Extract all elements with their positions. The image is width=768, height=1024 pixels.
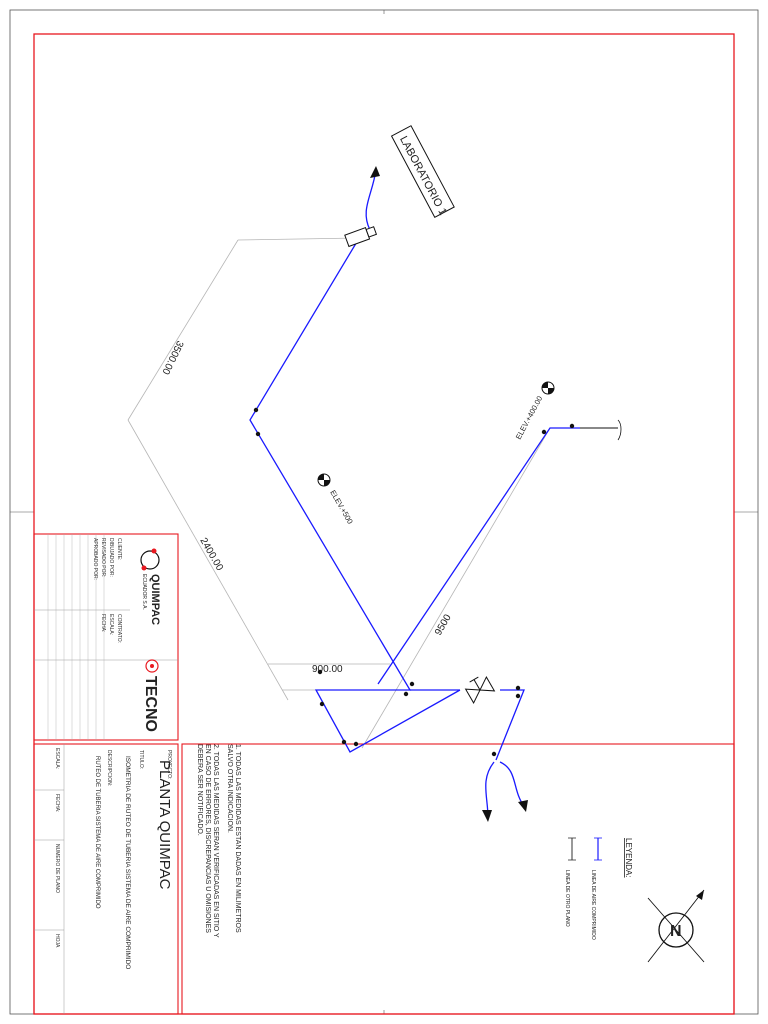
quimpac-logo: QUIMPAC ECUADOR S.A.	[140, 548, 161, 625]
room-tag: LABORATORIO 1	[390, 125, 455, 218]
valve-icon	[464, 676, 496, 704]
elevation-marker-icon	[541, 381, 555, 395]
project-name: PLANTA QUIMPAC	[156, 760, 173, 890]
title-block-upper	[33, 533, 179, 741]
row-contrato: CONTRATO:	[116, 614, 122, 643]
row-cliente: CLIENTE:	[116, 538, 122, 561]
elevation-label-2: ELEV.+400.00	[514, 394, 544, 441]
dim-2400: 2400.00	[197, 536, 225, 573]
outer-border	[9, 9, 759, 1015]
equipment-icon	[344, 226, 378, 248]
note-line: SALVO OTRA INDICACION.	[226, 744, 233, 833]
bottom-plano: NUMERO DE PLANO	[54, 844, 60, 893]
note-line: 1. TODAS LAS MEDIDAS ESTAN DADAS EN MILI…	[234, 744, 241, 933]
bottom-hoja: HOJA	[54, 934, 60, 948]
compass-letter: N	[670, 923, 682, 940]
notes-area	[181, 743, 735, 1015]
drawing-description: RUTEO DE TUBERIA SISTEMA DE AIRE COMPRIM…	[94, 756, 100, 909]
compressed-air-pipe	[249, 169, 580, 819]
legend-title: LEYENDA:	[624, 838, 633, 878]
dim-900: 900.00	[312, 664, 343, 675]
legend-item-otro: LINEA DE OTRO PLANO	[564, 870, 570, 927]
client-logo-text: QUIMPAC	[149, 574, 161, 625]
north-compass-icon: N	[647, 889, 705, 963]
dim-9500: 9500	[433, 612, 454, 637]
row-dibujado: DIBUJADO POR:	[108, 538, 114, 577]
pipe-joints	[253, 407, 575, 757]
row-escala: ESCALA:	[108, 614, 114, 635]
project-label: PROYECTO:	[166, 750, 172, 779]
flow-arrow-icon	[370, 166, 380, 178]
legend: LEYENDA: LINEA DE AIRE COMPRIMIDO LINEA …	[564, 837, 633, 940]
note-line: EN CASO DE ERRORES, DISCREPANCIAS U OMIS…	[204, 744, 211, 933]
row-fecha: FECHA:	[100, 614, 106, 632]
client-logo-subtitle: ECUADOR S.A.	[141, 574, 147, 610]
elevation-marker-icon	[317, 473, 331, 487]
firm-logo-text: TECNO	[142, 676, 159, 732]
tecno-logo: TECNO	[142, 659, 159, 732]
title-block: QUIMPAC ECUADOR S.A. TECNO CLIENTE: DIBU…	[33, 533, 735, 1015]
description-label: DESCRIPCION:	[106, 750, 112, 786]
dim-3500: 3500.00	[159, 339, 185, 377]
note-line: DEBERA SER NOTIFICADO.	[196, 744, 203, 836]
drawing-title: ISOMETRIA DE RUTEO DE TUBERIA SISTEMA DE…	[124, 756, 131, 969]
title-label: TITULO:	[138, 750, 144, 769]
flow-arrow-icon	[518, 800, 528, 812]
general-notes: 1. TODAS LAS MEDIDAS ESTAN DADAS EN MILI…	[196, 744, 241, 938]
title-block-lower	[33, 743, 179, 1015]
bottom-fecha: FECHA:	[54, 794, 60, 812]
bottom-escala: ESCALA:	[54, 748, 60, 769]
flow-arrow-icon	[482, 810, 492, 822]
room-label: LABORATORIO 1	[397, 134, 449, 217]
legend-item-aire: LINEA DE AIRE COMPRIMIDO	[590, 870, 596, 940]
row-aprobado: APROBADO POR:	[92, 538, 98, 580]
elevation-label-1: ELEV.+500	[328, 489, 355, 526]
note-line: 2. TODAS LAS MEDIDAS SERAN VERIFICADAS E…	[212, 744, 219, 938]
dimension-lines	[127, 237, 551, 749]
row-revisado: REVISADO POR:	[100, 538, 106, 577]
